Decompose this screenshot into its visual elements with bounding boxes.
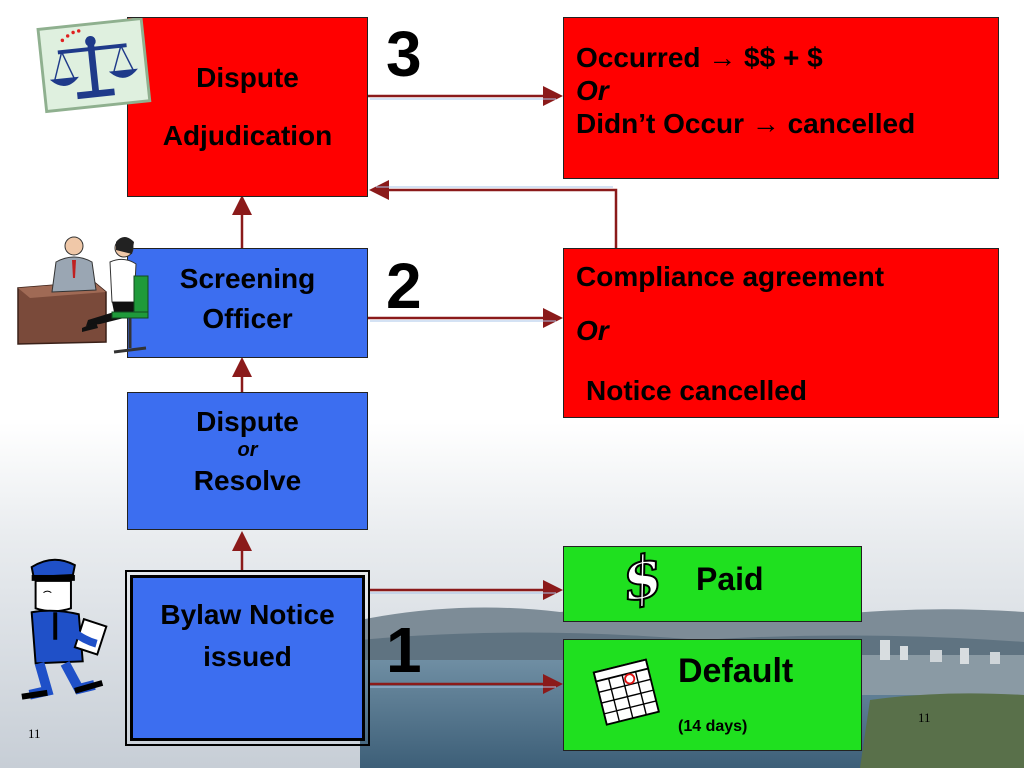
police-officer-illustration	[21, 558, 108, 700]
paid-box: $ Paid	[563, 540, 862, 622]
occurred-line: Occurred → $$ + $	[576, 42, 823, 73]
step-number-3: 3	[386, 18, 422, 90]
scales-of-justice-icon	[36, 18, 152, 114]
screening-outcome-box: Compliance agreement Or Notice cancelled	[563, 248, 999, 418]
adjudication-line-2: Adjudication	[162, 120, 333, 151]
step-number-2: 2	[386, 250, 422, 322]
or-line: Or	[576, 315, 609, 346]
step-number-1: 1	[386, 614, 422, 686]
dollar-sign-icon: $	[615, 540, 669, 616]
connector-outcome2-to-adjudication	[369, 180, 618, 248]
bylaw-line-1: Bylaw Notice	[160, 599, 335, 630]
slide-number-left: 11	[28, 726, 41, 741]
or-line: or	[237, 439, 258, 461]
right-arrow-icon: →	[708, 42, 737, 73]
or-line: Or	[576, 75, 609, 106]
bylaw-notice-frame	[125, 570, 370, 746]
paid-label: Paid	[696, 561, 764, 597]
bylaw-notice-box: Bylaw Notice issued	[130, 575, 365, 741]
screening-line-2: Officer	[202, 303, 293, 334]
right-arrow-icon: →	[751, 108, 780, 139]
calendar-icon	[592, 658, 660, 726]
slide-number-right: 11	[918, 710, 931, 725]
default-box: Default (14 days)	[563, 639, 862, 751]
notice-cancelled-line: Notice cancelled	[586, 375, 807, 406]
didnt-occur-line: Didn’t Occur → cancelled	[576, 108, 916, 139]
bylaw-line-2: issued	[203, 641, 292, 672]
dispute-adjudication-box: Dispute Adjudication	[127, 17, 368, 197]
default-label: Default	[678, 652, 794, 690]
office-meeting-illustration	[17, 236, 149, 354]
resolve-line: Resolve	[193, 465, 302, 496]
compliance-line: Compliance agreement	[576, 261, 885, 292]
screening-line-1: Screening	[179, 263, 316, 294]
default-duration: (14 days)	[678, 718, 748, 735]
adjudication-outcome-box: Occurred → $$ + $ Or Didn’t Occur → canc…	[563, 17, 999, 179]
adjudication-line-1: Dispute	[196, 62, 299, 93]
dispute-or-resolve-box: Dispute or Resolve	[127, 392, 368, 530]
screening-officer-box: Screening Officer	[127, 248, 368, 358]
dispute-line: Dispute	[196, 406, 299, 437]
